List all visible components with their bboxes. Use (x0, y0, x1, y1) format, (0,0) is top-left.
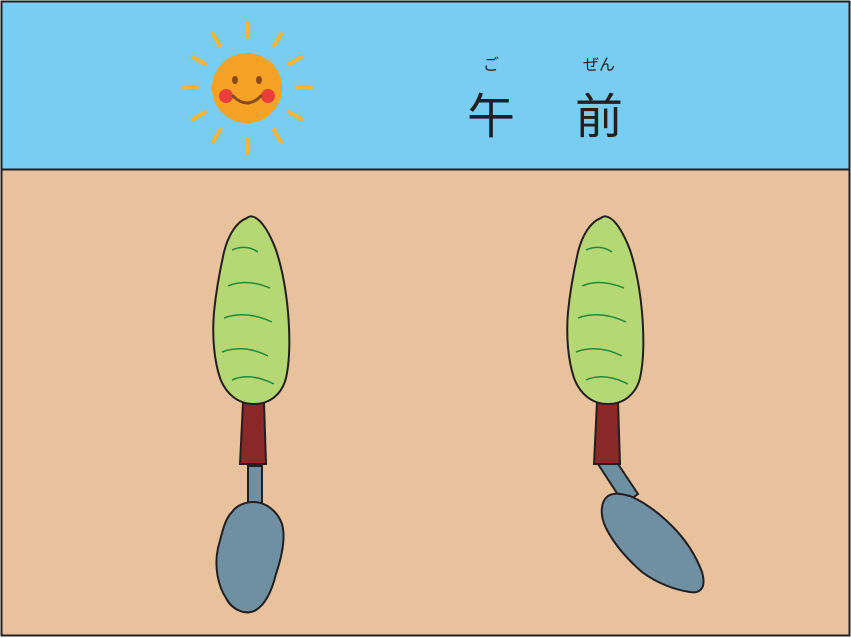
smiling-sun-icon (181, 21, 313, 155)
ruby-go: ご (483, 55, 499, 74)
tree-icon (566, 215, 645, 465)
sky-band (0, 0, 851, 171)
ground-area (0, 168, 851, 637)
tree-shadow-icon (215, 465, 285, 614)
tree-icon (212, 215, 291, 465)
tree-shadow-icon (596, 463, 705, 594)
ruby-zen: ぜん (583, 55, 615, 74)
heading-kanji-go: 午 (467, 89, 515, 145)
heading-kanji-zen: 前 (575, 89, 623, 145)
